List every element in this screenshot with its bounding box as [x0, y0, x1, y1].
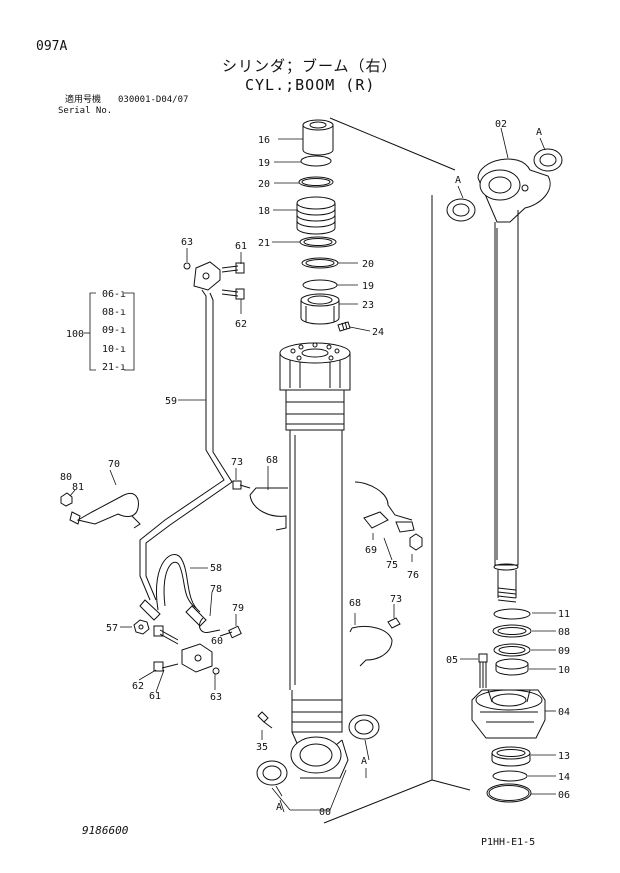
leader-lines [69, 127, 556, 811]
label-00: 00 [319, 807, 331, 818]
label-63a: 63 [181, 237, 193, 248]
hydraulic-piping [60, 261, 245, 675]
cylinder-head-stack [296, 119, 351, 332]
label-18: 18 [258, 206, 270, 217]
label-04: 04 [558, 707, 570, 718]
oring-06 [486, 783, 532, 803]
variant-09: 09-ı [102, 325, 126, 336]
label-61b: 61 [149, 691, 161, 702]
label-58: 58 [210, 563, 222, 574]
label-14: 14 [558, 772, 570, 783]
ring-10 [495, 664, 529, 676]
view-mark-a-1: A [536, 127, 542, 138]
label-63b: 63 [210, 692, 222, 703]
label-76: 76 [407, 570, 419, 581]
rod-assembly [446, 148, 563, 803]
label-06: 06 [558, 790, 570, 801]
serial-label-jp: 適用号機 [65, 95, 102, 105]
label-80: 80 [60, 472, 72, 483]
label-19a: 19 [258, 158, 270, 169]
ring-13 [491, 746, 531, 760]
label-70: 70 [108, 459, 120, 470]
label-73b: 73 [390, 594, 402, 605]
label-21: 21 [258, 238, 270, 249]
serial-label-en: Serial No. [58, 106, 113, 116]
label-20a: 20 [258, 179, 270, 190]
label-13: 13 [558, 751, 570, 762]
title-english: CYL.;BOOM (R) [245, 76, 376, 94]
ring-11 [493, 608, 531, 620]
variant-06: 06-ı [102, 289, 126, 300]
label-02: 02 [495, 119, 507, 130]
label-78: 78 [210, 584, 222, 595]
label-19b: 19 [362, 281, 374, 292]
label-23: 23 [362, 300, 374, 311]
label-69: 69 [365, 545, 377, 556]
label-05: 05 [446, 655, 458, 666]
title-japanese: シリンダ；ブーム（右） [222, 57, 398, 75]
ring-08 [492, 624, 532, 638]
piston-rod [493, 210, 519, 603]
assembly-guide-lines [323, 117, 471, 824]
label-35: 35 [256, 742, 268, 753]
label-11: 11 [558, 609, 570, 620]
label-16: 16 [258, 135, 270, 146]
label-68a: 68 [266, 455, 278, 466]
label-57: 57 [106, 623, 118, 634]
label-60: 60 [211, 636, 223, 647]
view-mark-a-3: A [361, 756, 367, 767]
ring-14 [492, 770, 528, 782]
label-75: 75 [386, 560, 398, 571]
view-mark-a-2: A [455, 175, 461, 186]
variant-10: 10-ı [102, 344, 126, 355]
label-62a: 62 [235, 319, 247, 330]
label-62b: 62 [132, 681, 144, 692]
part-number-labels: 16 19 20 18 21 20 19 23 24 63 61 62 59 7… [60, 119, 570, 818]
label-73a: 73 [231, 457, 243, 468]
serial-range: 030001-D04/07 [118, 95, 189, 105]
sheet-code: P1HH-E1-5 [481, 837, 536, 848]
piston [471, 689, 546, 739]
label-79: 79 [232, 603, 244, 614]
drawing-number: 9186600 [82, 824, 129, 837]
label-24: 24 [372, 327, 384, 338]
view-mark-a-4: A [276, 802, 282, 813]
label-59: 59 [165, 396, 177, 407]
cylinder-tube [256, 342, 380, 786]
page-code: 097A [36, 39, 68, 54]
variant-08: 08-ı [102, 307, 126, 318]
label-10: 10 [558, 665, 570, 676]
group-100-label: 100 [66, 329, 84, 340]
view-mark-arrows [279, 137, 546, 813]
tube-clamps [232, 480, 423, 667]
label-20b: 20 [362, 259, 374, 270]
variant-21: 21-ı [102, 362, 126, 373]
label-09: 09 [558, 646, 570, 657]
set-screw-05 [478, 653, 488, 688]
ring-09 [493, 643, 531, 657]
label-08: 08 [558, 627, 570, 638]
rod-eye [446, 148, 563, 223]
label-61a: 61 [235, 241, 247, 252]
label-68b: 68 [349, 598, 361, 609]
label-81: 81 [72, 482, 84, 493]
